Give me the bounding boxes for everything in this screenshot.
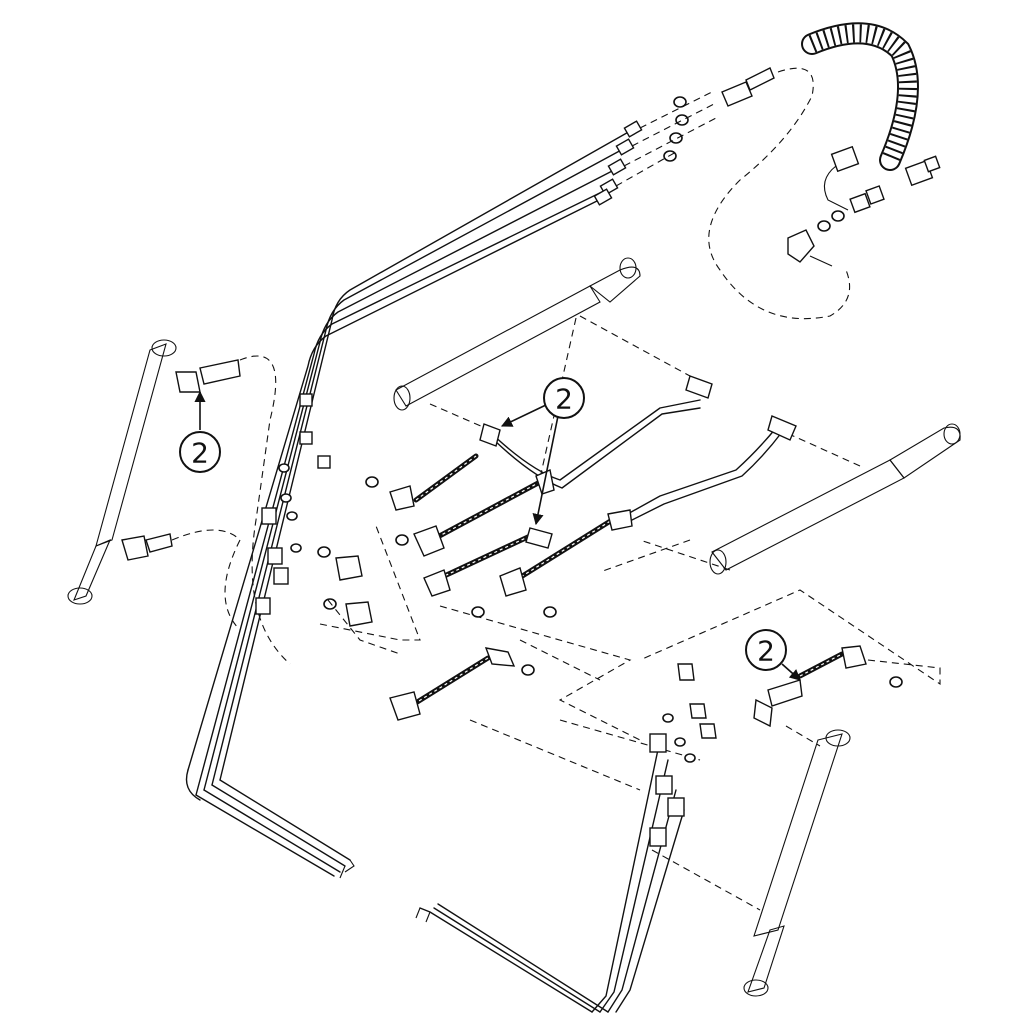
main-tube-bundle (185, 129, 633, 879)
callout-label: 2 (191, 437, 209, 470)
callout-circle (179, 431, 221, 473)
left-bundle-fittings (255, 393, 421, 655)
right-cylinder (599, 415, 961, 575)
lower-middle-hose (389, 605, 701, 791)
callout-left: 2 (179, 390, 221, 473)
callout-label: 2 (757, 635, 775, 668)
top-hose-assembly (708, 22, 941, 320)
o-rings-top (615, 91, 717, 187)
upper-middle-cylinder (393, 257, 713, 489)
tube-end-fittings-top (593, 120, 643, 206)
lower-tube-bundle (415, 739, 685, 1013)
left-cylinder (67, 339, 291, 665)
callout-circle (745, 629, 787, 671)
callout-center: 2 (500, 377, 585, 526)
callout-right: 2 (745, 629, 801, 681)
right-lower-hose-and-cylinder (639, 589, 941, 997)
callout-label: 2 (555, 383, 573, 416)
lower-right-fittings (649, 663, 717, 847)
callout-circle (543, 377, 585, 419)
center-hoses (365, 453, 633, 618)
